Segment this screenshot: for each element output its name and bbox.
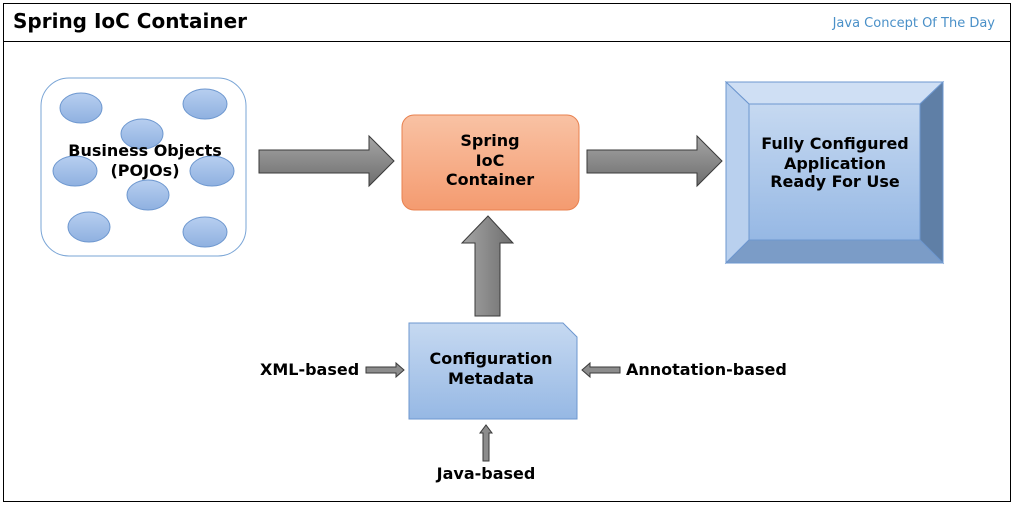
java-based-label: Java-based bbox=[436, 464, 536, 483]
pojo-ellipse bbox=[189, 155, 235, 187]
application-label-1: Fully Configured bbox=[761, 134, 909, 153]
container-label-1: Spring bbox=[460, 131, 519, 150]
pojo-ellipses bbox=[52, 88, 235, 248]
arrow-annotation bbox=[581, 361, 621, 379]
spring-ioc-container-node: Spring IoC Container bbox=[401, 114, 580, 211]
application-label-3: Ready For Use bbox=[770, 172, 900, 191]
business-objects-label-2: (POJOs) bbox=[110, 161, 179, 180]
pojo-ellipse bbox=[182, 216, 228, 248]
pojo-ellipse bbox=[52, 155, 98, 187]
pojo-ellipse bbox=[120, 118, 164, 150]
arrow-xml bbox=[365, 361, 405, 379]
business-objects-node: Business Objects (POJOs) bbox=[40, 77, 247, 257]
page-title: Spring IoC Container bbox=[13, 9, 248, 33]
metadata-label-1: Configuration bbox=[429, 349, 552, 368]
brand-label: Java Concept Of The Day bbox=[832, 16, 995, 31]
application-node: Fully Configured Application Ready For U… bbox=[724, 80, 945, 265]
annotation-based-label: Annotation-based bbox=[626, 360, 787, 379]
arrow-up bbox=[460, 215, 515, 317]
container-label-3: Container bbox=[446, 170, 534, 189]
arrow-java bbox=[479, 424, 493, 462]
pojo-ellipse bbox=[67, 211, 111, 243]
arrow-right-2 bbox=[586, 134, 723, 188]
diagram-frame: Spring IoC Container Java Concept Of The… bbox=[3, 3, 1011, 502]
container-label-2: IoC bbox=[476, 151, 505, 170]
business-objects-label-1: Business Objects bbox=[68, 141, 222, 160]
pojo-ellipse bbox=[59, 92, 103, 124]
pojo-ellipse bbox=[126, 179, 170, 211]
metadata-label-2: Metadata bbox=[448, 369, 534, 388]
xml-based-label: XML-based bbox=[260, 360, 359, 379]
header: Spring IoC Container Java Concept Of The… bbox=[4, 4, 1010, 42]
pojo-ellipse bbox=[182, 88, 228, 120]
application-label-2: Application bbox=[784, 154, 886, 173]
arrow-right-1 bbox=[258, 134, 395, 188]
configuration-metadata-node: Configuration Metadata bbox=[408, 322, 578, 420]
